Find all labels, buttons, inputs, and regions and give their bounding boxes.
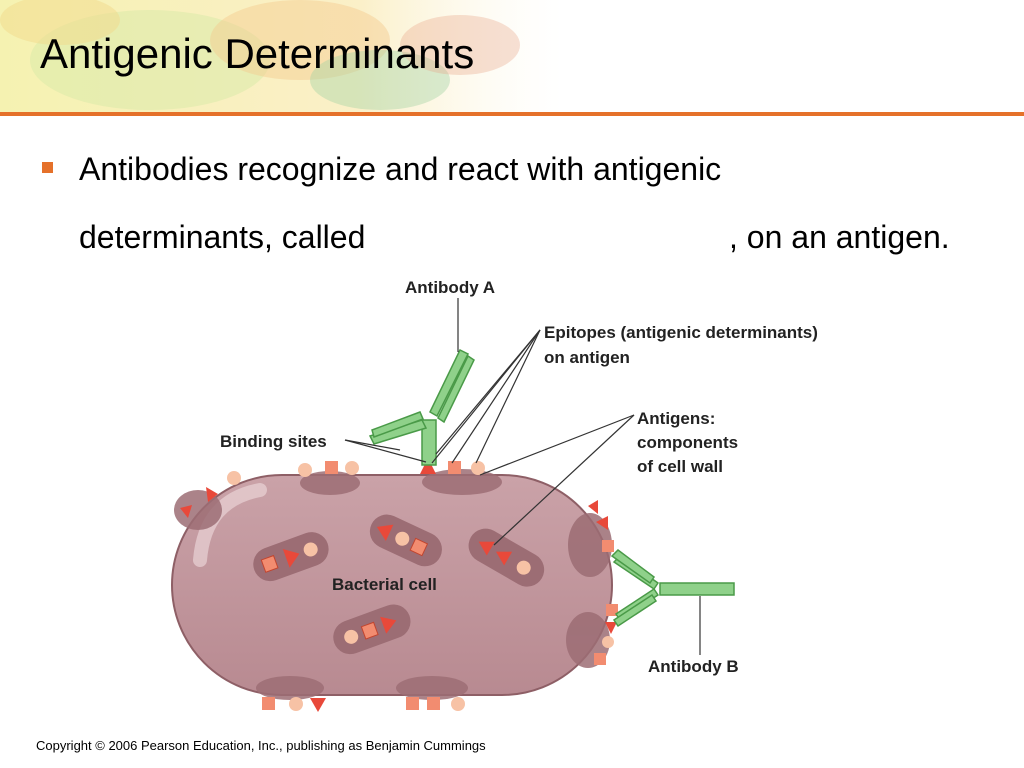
bullet-square-icon bbox=[42, 162, 53, 173]
slide-title: Antigenic Determinants bbox=[40, 30, 475, 77]
label-epitopes-line2: on antigen bbox=[544, 348, 630, 367]
internal-antigen-cluster-1 bbox=[253, 532, 329, 582]
label-antibody-b: Antibody B bbox=[648, 657, 739, 676]
bullet-text-line2-end: , on an antigen. bbox=[729, 219, 950, 255]
cell-wall-patches bbox=[174, 469, 612, 700]
internal-antigen-cluster-3 bbox=[468, 528, 545, 587]
antigen-diagram: Antibody A Epitopes (antigenic determina… bbox=[171, 278, 818, 712]
leader-lines bbox=[344, 298, 701, 655]
label-antigens-line1: Antigens: bbox=[637, 409, 715, 428]
label-antigens-line2: components bbox=[637, 433, 738, 452]
surface-epitopes bbox=[180, 458, 618, 712]
title-banner-image bbox=[0, 0, 1024, 115]
antibody-b-shape bbox=[610, 549, 735, 628]
title-divider bbox=[0, 112, 1024, 116]
internal-antigen-cluster-2 bbox=[369, 514, 442, 567]
internal-antigen-cluster-4 bbox=[333, 604, 411, 655]
label-antibody-a: Antibody A bbox=[405, 278, 495, 297]
bullet-text-line2-start: determinants, called bbox=[79, 219, 366, 255]
label-epitopes-line1: Epitopes (antigenic determinants) bbox=[544, 323, 818, 342]
label-antigens-line3: of cell wall bbox=[637, 457, 723, 476]
bullet-text-line1: Antibodies recognize and react with anti… bbox=[79, 151, 722, 187]
antibody-a-shape bbox=[368, 348, 475, 466]
label-bacterial-cell: Bacterial cell bbox=[332, 575, 437, 594]
copyright-notice: Copyright © 2006 Pearson Education, Inc.… bbox=[36, 738, 486, 753]
bacterial-cell-body bbox=[171, 474, 613, 696]
label-binding-sites: Binding sites bbox=[220, 432, 327, 451]
